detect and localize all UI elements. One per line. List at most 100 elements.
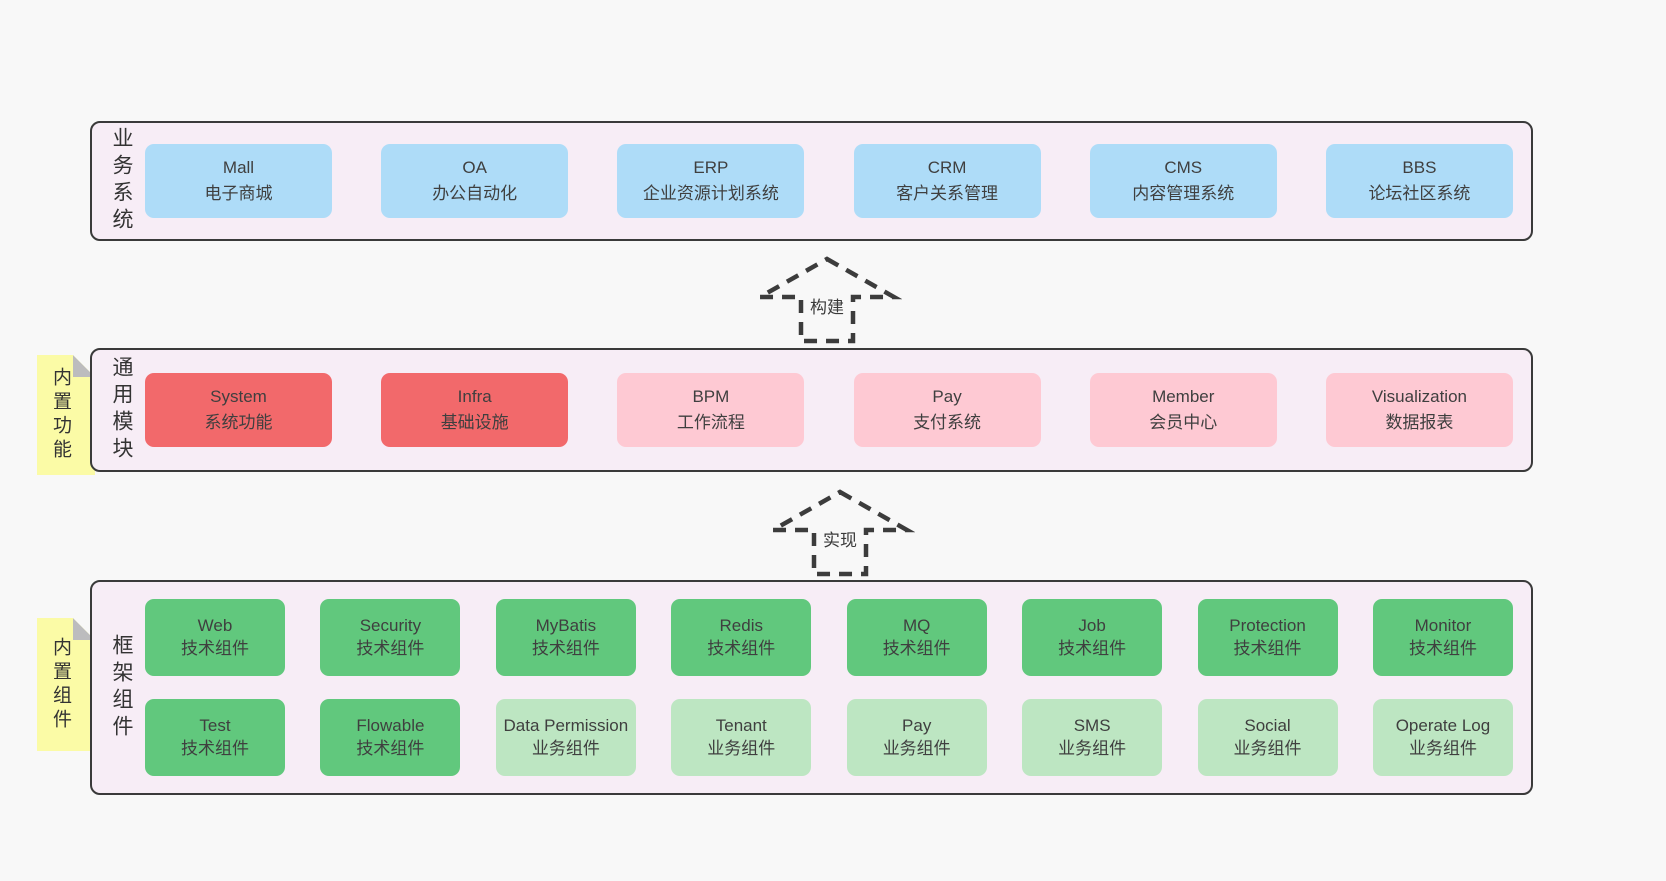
box-title: CRM [927,157,967,177]
box-subtitle: 技术组件 [1058,638,1127,658]
box-title: Tenant [715,715,767,735]
box-security: Security 技术组件 [320,599,461,676]
box-title: BPM [692,386,730,406]
box-subtitle: 业务组件 [531,738,600,758]
up-arrow-icon [765,489,915,577]
box-mybatis: MyBatis 技术组件 [495,599,636,676]
box-subtitle: 客户关系管理 [896,184,999,203]
box-title: Protection [1229,615,1306,635]
box-title: Web [197,615,233,635]
box-oa: OA 办公自动化 [381,144,569,218]
box-test: Test 技术组件 [145,699,285,776]
box-subtitle: 技术组件 [1408,638,1477,658]
box-subtitle: 技术组件 [356,638,425,658]
box-title: ERP [693,157,729,177]
box-protection: Protection 技术组件 [1197,599,1338,676]
box-title: Mall [222,157,255,177]
box-title: Monitor [1414,615,1472,635]
band-content: Mall 电子商城 OA 办公自动化 ERP 企业资源计划系统 CRM 客户关系… [145,123,1513,239]
box-subtitle: 业务组件 [1058,738,1127,758]
box-subtitle: 业务组件 [1408,738,1477,758]
box-sms: SMS 业务组件 [1022,699,1163,776]
box-subtitle: 技术组件 [181,638,249,658]
up-arrow-icon [752,256,902,344]
box-data-permission: Data Permission 业务组件 [495,699,636,776]
box-subtitle: 业务组件 [882,738,951,758]
band-framework-components: 框架组件 Web 技术组件 Security 技术组件 MyBatis 技术组件… [90,580,1533,795]
box-job: Job 技术组件 [1022,599,1163,676]
box-subtitle: 支付系统 [913,413,982,432]
box-title: Test [199,715,231,735]
box-subtitle: 会员中心 [1149,413,1218,432]
box-subtitle: 业务组件 [1233,738,1302,758]
box-subtitle: 技术组件 [531,638,600,658]
box-subtitle: 电子商城 [204,184,273,203]
box-cms: CMS 内容管理系统 [1089,144,1277,218]
sticky-label: 内置组件 [50,636,71,733]
box-title: Job [1078,615,1106,635]
box-infra: Infra 基础设施 [381,373,569,447]
box-mall: Mall 电子商城 [145,144,332,218]
box-subtitle: 技术组件 [181,738,249,758]
build-arrow: 构建 [752,253,902,345]
box-subtitle: 内容管理系统 [1132,184,1235,203]
box-title: Security [359,615,422,635]
band-business-systems: 业务系统 Mall 电子商城 OA 办公自动化 ERP 企业资源计划系统 CRM… [90,121,1533,241]
box-title: Social [1244,715,1291,735]
box-title: SMS [1073,715,1111,735]
box-title: Infra [457,386,492,406]
box-title: BBS [1402,157,1437,177]
box-bbs: BBS 论坛社区系统 [1325,144,1513,218]
box-pay-business: Pay 业务组件 [846,699,987,776]
box-title: CMS [1164,157,1203,177]
box-title: Pay [902,715,932,735]
box-flowable: Flowable 技术组件 [320,699,461,776]
box-title: MyBatis [535,615,597,635]
box-title: Data Permission [503,715,629,735]
box-visualization: Visualization 数据报表 [1325,373,1513,447]
box-title: System [210,386,267,406]
sticky-note-built-in-components: 内置组件 [37,618,95,751]
box-bpm: BPM 工作流程 [617,373,805,447]
band-content: Web 技术组件 Security 技术组件 MyBatis 技术组件 Redi… [145,582,1513,793]
box-operate-log: Operate Log 业务组件 [1372,699,1513,776]
box-web: Web 技术组件 [145,599,285,676]
implement-arrow: 实现 [765,486,915,578]
box-subtitle: 工作流程 [676,413,745,432]
box-title: Redis [719,615,763,635]
band-label: 通用模块 [110,356,133,464]
component-row-2: Test 技术组件 Flowable 技术组件 Data Permission … [145,699,1513,776]
box-subtitle: 基础设施 [440,413,509,432]
band-label: 业务系统 [110,127,133,235]
box-social: Social 业务组件 [1197,699,1338,776]
arrow-label: 构建 [807,293,847,318]
box-subtitle: 技术组件 [1233,638,1302,658]
component-row-1: Web 技术组件 Security 技术组件 MyBatis 技术组件 Redi… [145,599,1513,676]
box-mq: MQ 技术组件 [846,599,987,676]
box-crm: CRM 客户关系管理 [853,144,1041,218]
box-subtitle: 企业资源计划系统 [642,184,779,203]
box-title: Operate Log [1395,715,1491,735]
box-title: MQ [902,615,931,635]
box-system: System 系统功能 [145,373,332,447]
box-title: Member [1152,386,1215,406]
sticky-label: 内置功能 [50,367,71,463]
arrow-label: 实现 [820,526,860,551]
box-member: Member 会员中心 [1089,373,1277,447]
box-subtitle: 论坛社区系统 [1368,184,1471,203]
box-subtitle: 技术组件 [707,638,776,658]
box-subtitle: 技术组件 [882,638,951,658]
box-pay: Pay 支付系统 [853,373,1041,447]
box-subtitle: 系统功能 [204,413,273,432]
box-title: Pay [932,386,962,406]
box-title: Flowable [356,715,425,735]
box-redis: Redis 技术组件 [671,599,812,676]
band-label: 框架组件 [110,633,133,742]
box-subtitle: 业务组件 [707,738,776,758]
box-title: OA [462,157,487,177]
box-subtitle: 办公自动化 [432,184,518,203]
box-subtitle: 技术组件 [356,738,425,758]
box-monitor: Monitor 技术组件 [1372,599,1513,676]
band-common-modules: 通用模块 System 系统功能 Infra 基础设施 BPM 工作流程 Pay… [90,348,1533,472]
